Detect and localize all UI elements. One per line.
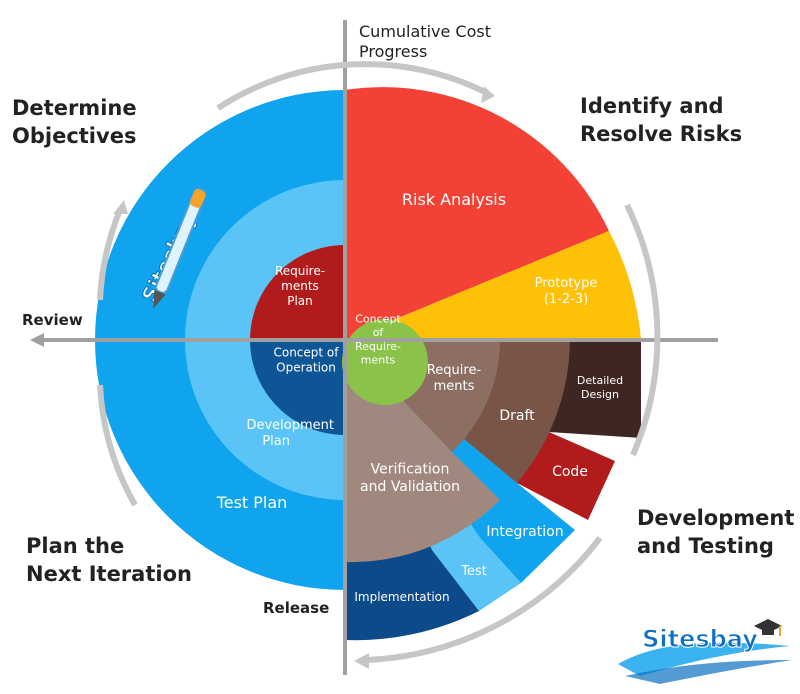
lower-left-arc <box>97 384 138 507</box>
logo-text: Sitesbay <box>642 625 758 653</box>
graduation-cap-icon <box>754 619 782 636</box>
label-line: Code <box>552 464 588 480</box>
label-line: Concept <box>355 312 401 325</box>
label-line: Draft <box>499 408 535 424</box>
test-plan-label: Test Plan <box>216 493 288 512</box>
label-line: (1-2-3) <box>544 292 588 307</box>
bottom-arc-arrow-head <box>354 653 369 669</box>
label-line: Test <box>460 564 487 579</box>
label-line: and Validation <box>360 479 460 495</box>
release-label: Release <box>263 599 330 617</box>
right-arc <box>624 203 661 457</box>
prototype-segment <box>345 231 641 340</box>
label-line: Require- <box>427 363 482 378</box>
test-label: Test <box>460 564 487 579</box>
implementation-label: Implementation <box>354 590 449 604</box>
label-line: Require- <box>355 340 401 353</box>
left-arc-arrow <box>97 208 123 301</box>
label-line: Plan <box>287 294 313 308</box>
label-line: Risk Analysis <box>402 190 506 209</box>
label-line: Concept of <box>273 346 339 360</box>
cumulative-cost-label: Cumulative Cost Progress <box>359 22 491 61</box>
quadrant-title-determine-objectives: Determine Objectives <box>12 96 137 148</box>
label-line: Implementation <box>354 590 449 604</box>
label-line: Detailed <box>577 374 623 387</box>
label-line: ments <box>361 354 396 367</box>
implementation-segment <box>345 340 479 641</box>
label-line: Plan <box>262 434 290 449</box>
verification-label: Verification and Validation <box>360 461 460 495</box>
label-line: of <box>373 326 385 339</box>
pen-icon <box>153 188 207 309</box>
concept-of-operation-segment <box>250 340 345 435</box>
label-line: ments <box>434 379 475 394</box>
top-arc-arrow <box>216 61 489 111</box>
prototype-label: Prototype(1-2-3) <box>535 276 598 307</box>
label-line: Integration <box>486 524 563 540</box>
risk-analysis-label: Risk Analysis <box>402 190 506 209</box>
quadrant-title-identify-risks: Identify and Resolve Risks <box>580 94 743 146</box>
review-arrow-head <box>30 333 44 347</box>
integration-label: Integration <box>486 524 563 540</box>
quadrant-title-plan-next: Plan the Next Iteration <box>26 534 192 586</box>
top-arc-arrow-head <box>481 86 495 103</box>
label-line: ments <box>281 279 319 293</box>
bottom-right-arc-arrow <box>365 536 603 663</box>
requirements-plan-left <box>254 245 345 340</box>
label-line: Prototype <box>535 276 598 291</box>
quadrant-title-development-testing: Development and Testing <box>637 506 795 558</box>
sitesbay-logo: Sitesbay <box>618 619 792 684</box>
logo-swoosh-lower <box>625 660 792 684</box>
label-line: Require- <box>275 264 325 278</box>
logo-swoosh <box>618 642 790 676</box>
label-line: Verification <box>371 461 450 477</box>
label-line: Sitesbay <box>642 625 758 653</box>
label-line: Development <box>246 418 334 433</box>
left-arc-arrow-head <box>113 200 128 214</box>
label-line: Design <box>581 388 619 401</box>
review-label: Review <box>22 311 83 329</box>
label-line: Operation <box>276 361 336 375</box>
code-label: Code <box>552 464 588 480</box>
label-line: Test Plan <box>216 493 288 512</box>
risk-analysis-segment <box>345 87 609 341</box>
requirements-label: Require-ments <box>427 363 482 394</box>
draft-label: Draft <box>499 408 535 424</box>
